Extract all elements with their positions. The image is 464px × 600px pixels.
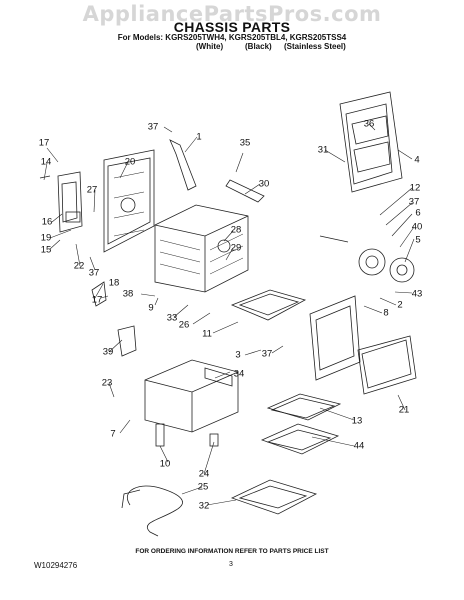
callout-7: 7	[110, 428, 116, 440]
side-bracket	[39, 171, 83, 233]
callout-14: 14	[40, 156, 52, 168]
callout-27: 27	[86, 184, 98, 196]
callout-38: 38	[122, 288, 134, 300]
callout-22: 22	[73, 260, 85, 272]
document-number: W10294276	[34, 561, 78, 570]
power-cord	[121, 485, 183, 537]
callout-24: 24	[198, 468, 210, 480]
oven-door-frame	[309, 295, 417, 395]
variant-stainless: (Stainless Steel)	[284, 42, 346, 51]
callout-21: 21	[398, 404, 410, 416]
callout-18: 18	[108, 277, 120, 289]
callout-3: 3	[235, 349, 241, 361]
callout-35: 35	[239, 137, 251, 149]
ordering-note: FOR ORDERING INFORMATION REFER TO PARTS …	[135, 548, 329, 555]
variant-white: (White)	[196, 42, 224, 51]
callout-1: 1	[196, 131, 202, 143]
leveling-legs	[155, 423, 219, 447]
callout-9: 9	[148, 302, 154, 314]
callout-39: 39	[102, 346, 114, 358]
callout-37-left: 37	[88, 267, 100, 279]
callout-16: 16	[41, 216, 53, 228]
convection-fan	[319, 235, 415, 283]
callout-6: 6	[415, 207, 421, 219]
callout-32: 32	[198, 500, 210, 512]
callout-44: 44	[353, 440, 365, 452]
callout-28: 28	[230, 224, 242, 236]
callout-29: 29	[230, 242, 242, 254]
callout-37-mid: 37	[261, 348, 273, 360]
callout-5: 5	[415, 234, 421, 246]
callout-40: 40	[411, 221, 423, 233]
small-brackets	[91, 139, 265, 357]
callout-26: 26	[178, 319, 190, 331]
callout-15: 15	[40, 244, 52, 256]
page-title: CHASSIS PARTS	[173, 19, 291, 35]
callout-8: 8	[383, 307, 389, 319]
callout-37-right: 37	[408, 196, 420, 208]
callout-19: 19	[40, 232, 52, 244]
models-line: For Models: KGRS205TWH4, KGRS205TBL4, KG…	[117, 33, 347, 42]
callout-17-mid: 17	[91, 294, 103, 306]
callout-10: 10	[159, 458, 171, 470]
oven-cavity	[154, 204, 249, 293]
callout-2: 2	[397, 299, 403, 311]
callout-13: 13	[351, 415, 363, 427]
broiler-pans	[230, 393, 342, 515]
callout-43: 43	[411, 288, 423, 300]
callout-34: 34	[233, 368, 245, 380]
callout-30: 30	[258, 178, 270, 190]
callout-36: 36	[363, 118, 375, 130]
watermark: AppliancePartsPros.com	[82, 2, 382, 26]
callout-17-top: 17	[38, 137, 50, 149]
callout-33: 33	[166, 312, 178, 324]
callout-12: 12	[409, 182, 421, 194]
back-panel	[103, 149, 155, 253]
callout-25: 25	[197, 481, 209, 493]
callout-4: 4	[414, 154, 420, 166]
callout-11: 11	[202, 328, 212, 340]
callout-20: 20	[124, 156, 136, 168]
callout-23: 23	[101, 377, 113, 389]
variant-black: (Black)	[245, 42, 272, 51]
oven-rack	[230, 289, 307, 321]
callout-37-top: 37	[147, 121, 159, 133]
page-number: 3	[229, 561, 233, 568]
callout-31: 31	[317, 144, 329, 156]
broiler-assembly	[144, 359, 239, 433]
rear-insulation-panel	[339, 91, 403, 193]
